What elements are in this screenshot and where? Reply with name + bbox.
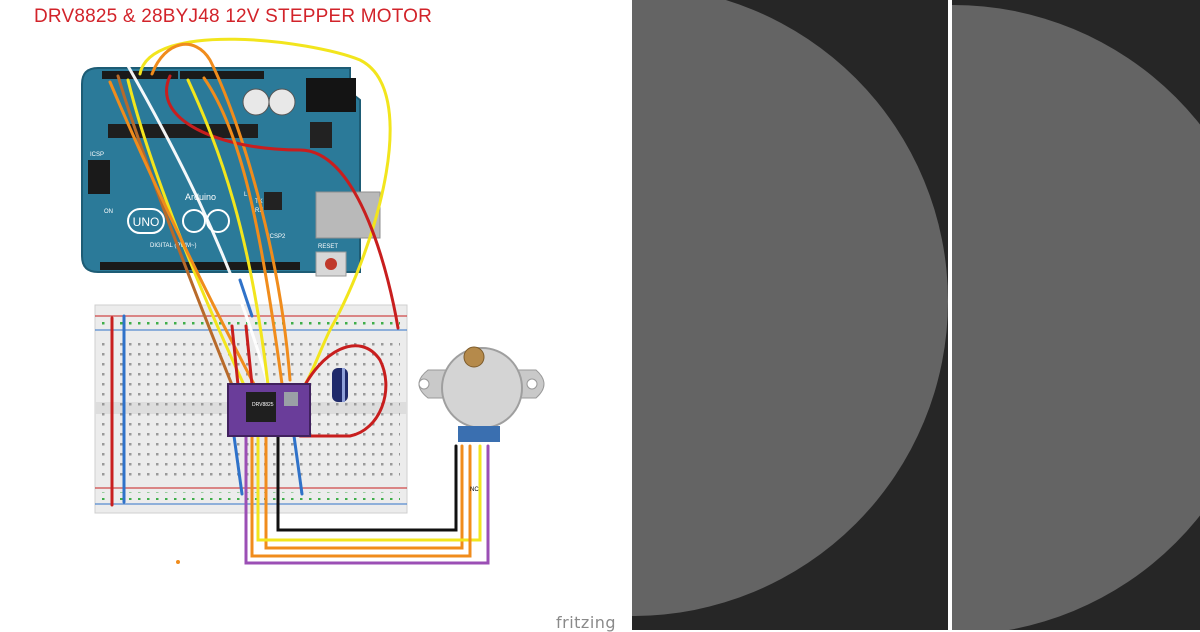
uno-logo: UNO: [127, 208, 230, 234]
panel-left-disc: [632, 0, 948, 616]
drv8825-driver: DRV8825: [227, 383, 311, 437]
voltage-regulator: [310, 122, 332, 148]
wires: [108, 37, 490, 565]
panel-right-disc: [952, 5, 1200, 630]
capacitor-1: [242, 88, 270, 116]
power-jack: [306, 78, 356, 112]
rx-label: RX: [255, 208, 263, 214]
l-label: L: [244, 192, 248, 198]
arduino-uno-board: UNO Arduino ON TX RX L ICSP ICSP2 DIGITA…: [81, 67, 381, 277]
wire-red-driver-2: [244, 324, 254, 387]
wire-orange-motor-2: [250, 434, 472, 558]
wire-purple-motor: [244, 434, 490, 565]
wire-red-motor: [298, 344, 388, 438]
fritzing-watermark: fritzing: [556, 613, 617, 632]
reset-label: RESET: [318, 244, 338, 250]
wire-yellow-loop: [138, 37, 392, 394]
stepper-motor: NC: [418, 346, 545, 493]
wire-orange-3: [202, 76, 284, 386]
on-label: ON: [104, 209, 113, 215]
arduino-brand-label: Arduino: [185, 192, 216, 202]
digital-header: [100, 262, 300, 270]
icsp2-label: ICSP2: [268, 234, 286, 240]
usb-connector: [315, 191, 381, 239]
wiring-diagram: UNO Arduino ON TX RX L ICSP ICSP2 DIGITA…: [81, 37, 545, 565]
capacitor-2: [268, 88, 296, 116]
top-header-right: [180, 71, 264, 79]
wire-orange-motor: [264, 434, 464, 550]
wire-black-motor: [276, 434, 458, 532]
atmega-chip: [108, 124, 258, 138]
panel-left: [632, 0, 948, 630]
driver-label: DRV8825: [252, 402, 274, 408]
stray-dot: [176, 560, 180, 564]
nc-label: NC: [470, 487, 479, 493]
breadboard: [94, 304, 408, 514]
wire-red-long: [165, 74, 400, 330]
digital-label: DIGITAL (PWM~): [150, 243, 197, 249]
icsp-label: ICSP: [90, 152, 104, 158]
wire-orange-2: [108, 80, 258, 390]
wire-white: [126, 64, 270, 386]
wire-blue-bottom-1: [232, 434, 244, 496]
wire-blue-bottom-2: [292, 434, 304, 496]
wire-yellow-motor: [256, 434, 482, 542]
decorative-panels: [632, 0, 1200, 630]
wire-yellow-3: [186, 78, 270, 387]
usb-chip: [264, 192, 282, 210]
panel-right: [952, 0, 1200, 630]
power-rail-bottom-holes: [100, 492, 400, 500]
wire-orange-top: [150, 42, 292, 382]
wire-red-driver-1: [230, 324, 240, 387]
wire-blue-driver: [238, 278, 254, 318]
diagram-title: DRV8825 & 28BYJ48 12V STEPPER MOTOR: [34, 6, 433, 27]
icsp-header: [88, 160, 110, 194]
svg-text:UNO: UNO: [133, 215, 160, 229]
electrolytic-capacitor: [332, 368, 348, 402]
wire-brown: [116, 74, 234, 387]
